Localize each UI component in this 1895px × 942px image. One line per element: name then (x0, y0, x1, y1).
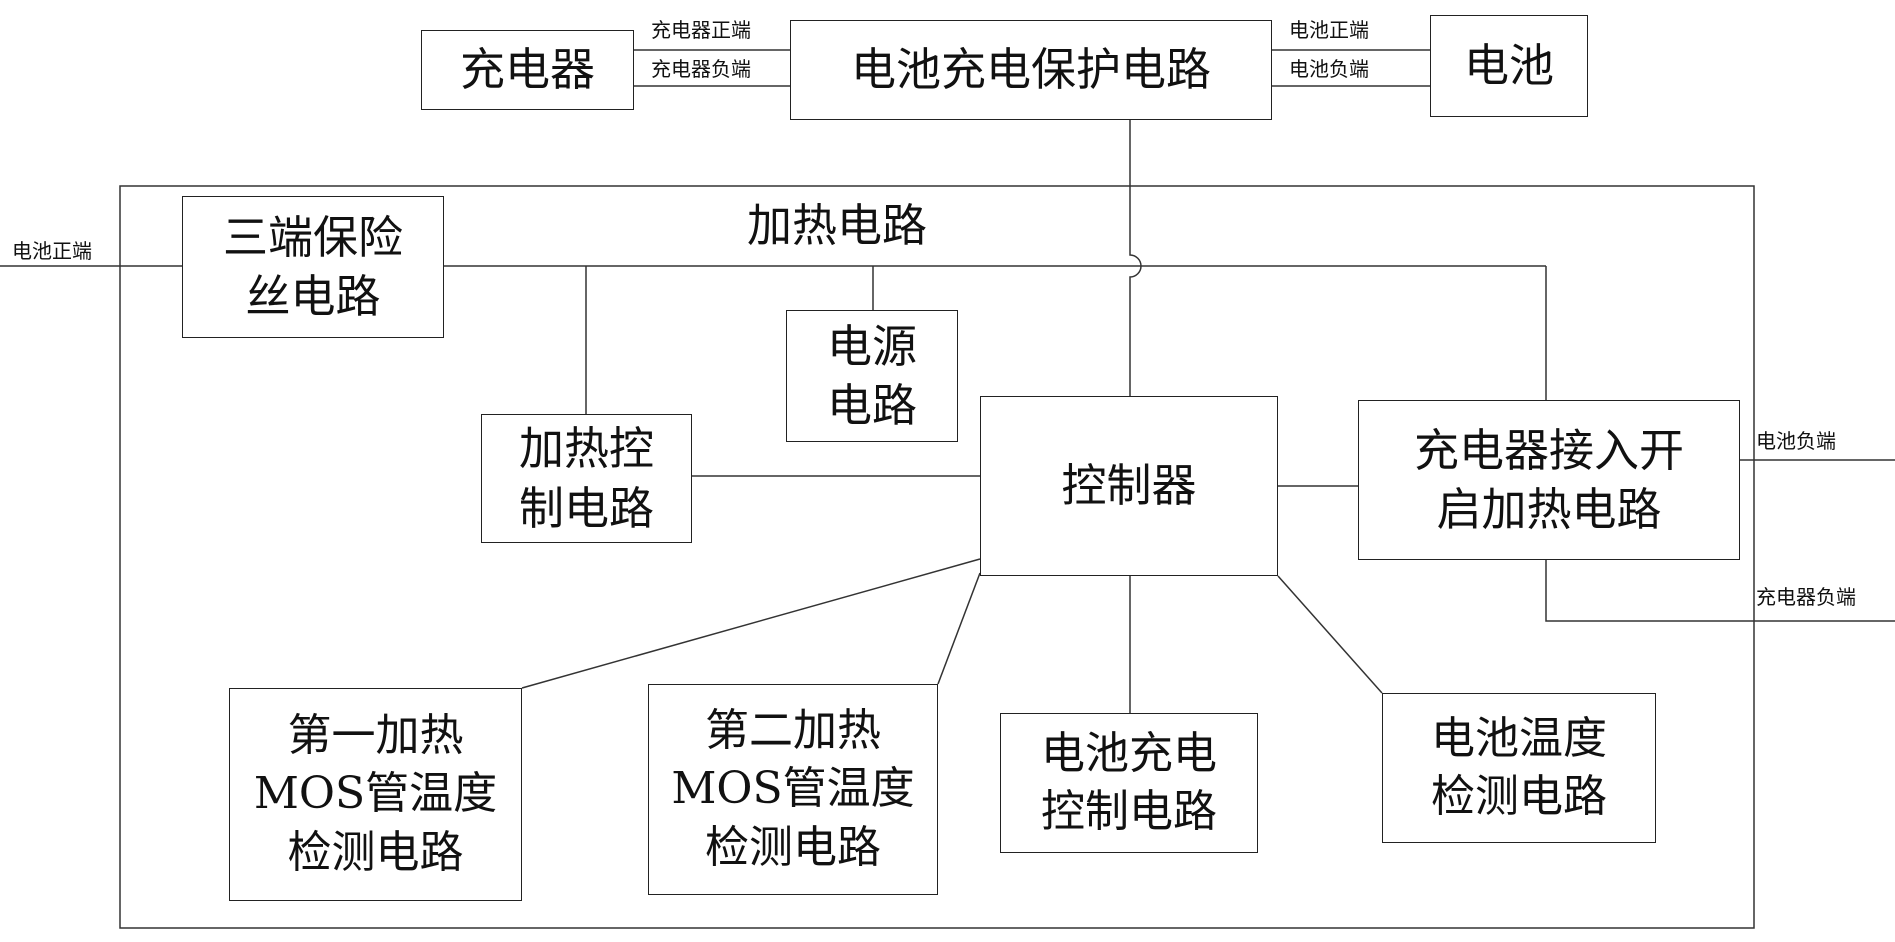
charger-activate-heating-box: 充电器接入开 启加热电路 (1358, 400, 1740, 560)
label-charger-pos: 充电器正端 (651, 18, 751, 42)
heating-circuit-frame (119, 185, 1755, 929)
label-ext-battery-pos: 电池正端 (12, 239, 92, 263)
battery-temp-detect-box: 电池温度 检测电路 (1382, 693, 1656, 843)
label-ext-charger-neg: 充电器负端 (1756, 585, 1856, 609)
wire-ext-charger-neg (1545, 560, 1895, 622)
charger-box: 充电器 (421, 30, 634, 110)
mos2-temp-detect-box: 第二加热 MOS管温度 检测电路 (648, 684, 938, 895)
label-battery-pos: 电池正端 (1289, 18, 1369, 42)
battery-protect-box: 电池充电保护电路 (790, 20, 1272, 120)
wire-controller-bat-temp (1277, 575, 1383, 694)
battery-charge-control-box: 电池充电 控制电路 (1000, 713, 1258, 853)
three-terminal-fuse-box: 三端保险 丝电路 (182, 196, 444, 338)
battery-box: 电池 (1430, 15, 1588, 117)
heating-control-box: 加热控 制电路 (481, 414, 692, 543)
mos1-temp-detect-box: 第一加热 MOS管温度 检测电路 (229, 688, 522, 901)
heating-circuit-title: 加热电路 (747, 199, 928, 252)
power-circuit-box: 电源 电路 (786, 310, 958, 442)
label-ext-battery-neg: 电池负端 (1756, 429, 1836, 453)
label-battery-neg: 电池负端 (1289, 57, 1369, 81)
wire-protect-controller (1129, 120, 1142, 396)
label-charger-neg: 充电器负端 (651, 57, 751, 81)
wire-controller-mos1 (521, 558, 981, 689)
wire-controller-mos2 (937, 572, 981, 685)
controller-box: 控制器 (980, 396, 1278, 576)
